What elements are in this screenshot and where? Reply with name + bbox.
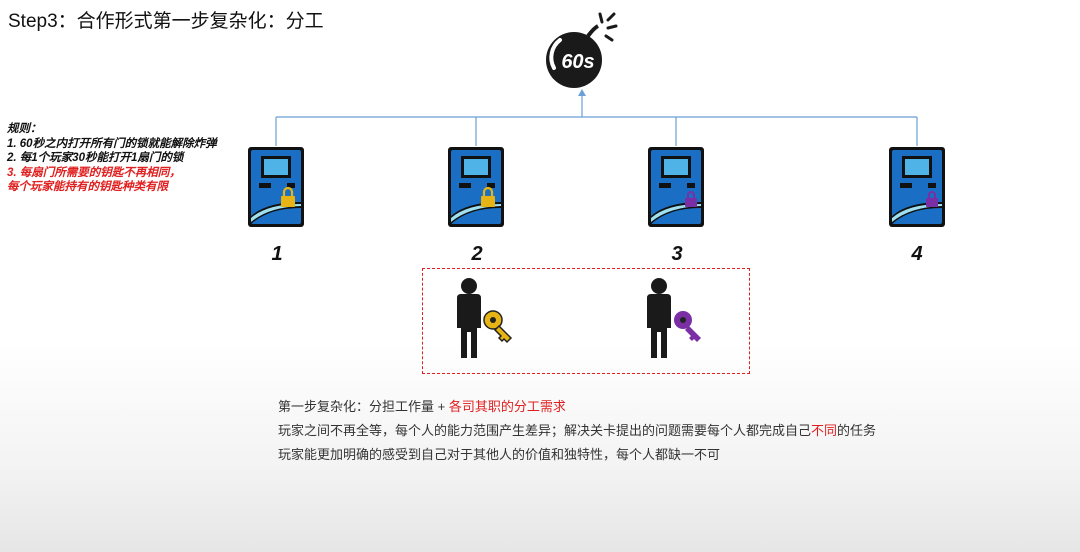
door-2-icon bbox=[448, 147, 504, 227]
rules-panel: 规则： 1. 60秒之内打开所有门的锁就能解除炸弹 2. 每1个玩家30秒能打开… bbox=[7, 122, 222, 195]
rule-item-3-line1: 3. 每扇门所需要的钥匙不再相同， bbox=[7, 166, 181, 179]
notes-block: 第一步复杂化：分担工作量 + 各司其职的分工需求 玩家之间不再全等，每个人的能力… bbox=[278, 395, 876, 467]
player-1-with-yellow-key-icon bbox=[457, 278, 513, 358]
note-line-1: 第一步复杂化：分担工作量 + 各司其职的分工需求 bbox=[278, 395, 876, 419]
bomb-timer-label: 60s bbox=[561, 51, 594, 73]
bomb-icon: 60s bbox=[546, 12, 618, 88]
note-line-2-text: 玩家之间不再全等，每个人的能力范围产生差异；解决关卡提出的问题需要每个人都完成自… bbox=[278, 423, 812, 438]
door-number-4: 4 bbox=[911, 243, 923, 265]
note-line-3: 玩家能更加明确的感受到自己对于其他人的价值和独特性，每个人都缺一不可 bbox=[278, 447, 721, 462]
door-4-icon bbox=[889, 147, 945, 227]
door-number-3: 3 bbox=[671, 243, 683, 265]
rule-item-2: 2. 每1个玩家30秒能打开1扇门的锁 bbox=[7, 152, 184, 164]
player-2-with-purple-key-icon bbox=[647, 278, 701, 358]
door-number-1: 1 bbox=[271, 243, 283, 265]
players-group-box bbox=[422, 268, 750, 374]
rules-heading: 规则： bbox=[7, 123, 42, 135]
note-line-2: 玩家之间不再全等，每个人的能力范围产生差异；解决关卡提出的问题需要每个人都完成自… bbox=[278, 419, 876, 443]
note-line-2-suffix: 的任务 bbox=[837, 423, 877, 438]
door-number-2: 2 bbox=[471, 243, 483, 265]
door-1-icon bbox=[248, 147, 304, 227]
page-title: Step3：合作形式第一步复杂化：分工 bbox=[8, 11, 324, 32]
note-line-2-highlight: 不同 bbox=[811, 423, 838, 438]
rule-item-1: 1. 60秒之内打开所有门的锁就能解除炸弹 bbox=[7, 137, 217, 150]
note-line-1-highlight: 各司其职的分工需求 bbox=[448, 399, 566, 414]
door-3-icon bbox=[648, 147, 704, 227]
rule-item-3-line2: 每个玩家能持有的钥匙种类有限 bbox=[7, 181, 168, 193]
note-line-1-text: 第一步复杂化：分担工作量 + bbox=[278, 399, 449, 414]
